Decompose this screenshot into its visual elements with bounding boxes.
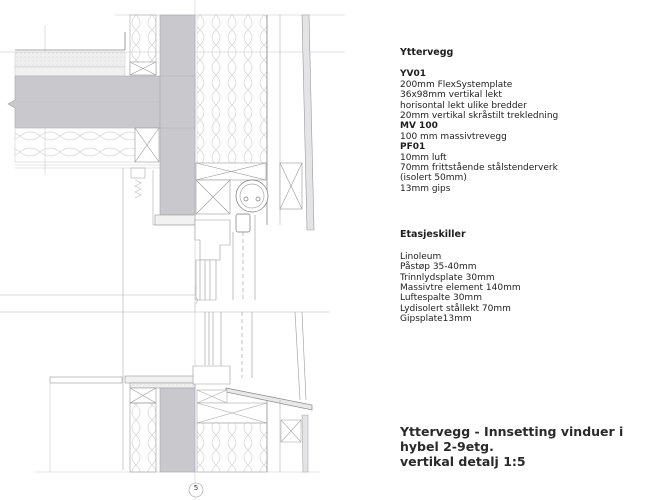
detail-marker <box>188 482 204 498</box>
section-drawing <box>0 0 345 500</box>
note-line: 10mm luft <box>400 152 447 163</box>
note-line: Lydisolert stållekt 70mm <box>400 303 511 314</box>
group-mv100: MV 100 100 mm massivtrevegg <box>400 121 650 142</box>
code-yv01: YV01 <box>400 69 427 80</box>
group-pf01: PF01 10mm luft 70mm frittstående stålste… <box>400 142 650 194</box>
note-line: 200mm FlexSystemplate <box>400 79 513 90</box>
note-line: Gipsplate13mm <box>400 314 472 325</box>
facade-insulation-upper <box>196 14 268 166</box>
heading-etasjeskiller: Etasjeskiller <box>400 229 466 241</box>
roller-blind-box <box>235 179 269 233</box>
massive-timber-wall-upper <box>159 14 196 216</box>
drawing-title: Yttervegg - Innsetting vinduer i hybel 2… <box>400 424 658 469</box>
note-line: horisontal lekt ulike bredder <box>400 100 527 111</box>
note-line: 20mm vertikal skråstilt trekledning <box>400 111 559 122</box>
detail-marker-label: 5 <box>193 484 199 492</box>
window-frame-lower <box>192 312 253 385</box>
note-line: Trinnlydsplate 30mm <box>400 272 495 283</box>
note-line: 36x98mm vertikal lekt <box>400 90 502 101</box>
title-line-1: Yttervegg - Innsetting vinduer i hybel 2… <box>400 424 624 454</box>
code-pf01: PF01 <box>400 142 426 153</box>
note-line: Luftespalte 30mm <box>400 293 482 304</box>
cladding-upper <box>301 14 315 231</box>
heading-yttervegg: Yttervegg <box>400 47 454 58</box>
group-etasjeskiller: Linoleum Påstøp 35-40mm Trinnlydsplate 3… <box>400 252 650 325</box>
window-frame-upper <box>154 214 256 301</box>
note-line: Linoleum <box>400 251 442 262</box>
window-lintel <box>195 162 303 215</box>
note-line: 100 mm massivtrevegg <box>400 131 507 142</box>
interior-wall-upper <box>129 14 157 76</box>
note-line: 13mm gips <box>400 183 451 194</box>
note-line: Massivtre element 140mm <box>400 282 521 293</box>
code-mv100: MV 100 <box>400 121 438 132</box>
interior-wall-lower <box>129 387 196 473</box>
material-notes: Yttervegg YV01 200mm FlexSystemplate 36x… <box>400 47 650 325</box>
note-line: Påstøp 35-40mm <box>400 262 477 273</box>
note-line: 70mm frittstående stålstenderverk <box>400 163 558 174</box>
title-line-2: vertikal detalj 1:5 <box>400 454 526 469</box>
note-line: (isolert 50mm) <box>400 173 467 184</box>
break-line <box>0 285 330 313</box>
lower-structure <box>196 311 309 473</box>
group-yv01: YV01 200mm FlexSystemplate 36x98mm verti… <box>400 69 650 121</box>
